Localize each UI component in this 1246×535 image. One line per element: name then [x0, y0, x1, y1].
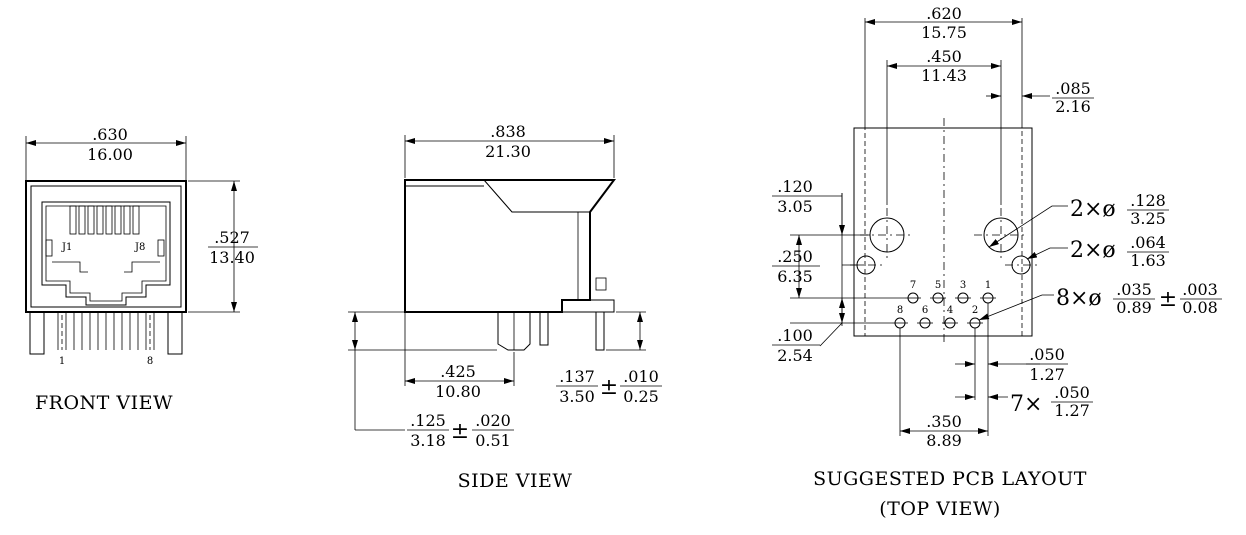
pcb-pin-hole-mm: 0.89 — [1116, 298, 1152, 317]
pcb-width-mm: 15.75 — [921, 23, 967, 42]
front-width-mm: 16.00 — [87, 145, 133, 164]
pcb-pitch-in: .050 — [1029, 345, 1065, 364]
pcb-caption-sub: (TOP VIEW) — [879, 498, 1001, 520]
side-view: .838 21.30 .425 10.80 .137 3.50 ± .010 0… — [348, 122, 662, 492]
pcb-pin-1: 1 — [985, 280, 991, 291]
pcb-pin-hole-pm: ± — [1159, 287, 1177, 312]
pcb-pin-5: 5 — [935, 280, 941, 291]
front-legs — [29, 311, 183, 355]
label-j1: J1 — [61, 242, 72, 253]
front-view-caption: FRONT VIEW — [35, 392, 173, 414]
pcb-small-hole-in: .064 — [1130, 233, 1166, 252]
side-length-in: .838 — [490, 122, 526, 141]
pcb-pitch-qty: 7× — [1010, 392, 1042, 417]
side-stand-pm: ± — [451, 419, 469, 444]
side-stand-mm: 3.18 — [410, 431, 446, 450]
side-stand-tol-in: .020 — [475, 411, 511, 430]
pcb-caption: SUGGESTED PCB LAYOUT — [813, 468, 1087, 490]
side-tail-pm: ± — [600, 375, 618, 400]
side-view-caption: SIDE VIEW — [458, 470, 573, 492]
pcb-width-in: .620 — [926, 4, 962, 23]
side-length-mm: 21.30 — [485, 142, 531, 161]
pcb-pin-hole-tol-in: .003 — [1182, 280, 1218, 299]
label-j8: J8 — [134, 242, 145, 253]
side-tail-tol-mm: 0.25 — [623, 387, 659, 406]
side-stand-in: .125 — [410, 411, 446, 430]
pcb-hole-span-mm: 11.43 — [921, 66, 967, 85]
pcb-row-in: .100 — [777, 326, 813, 345]
pcb-small-hole-mm: 1.63 — [1130, 251, 1166, 270]
pcb-pin-3: 3 — [960, 280, 966, 291]
pcb-y2-mm: 6.35 — [777, 267, 813, 286]
pcb-pin-hole-tol-mm: 0.08 — [1182, 298, 1218, 317]
front-pin-1: 1 — [59, 356, 65, 367]
pcb-pin-8: 8 — [897, 305, 903, 316]
side-offset-in: .425 — [440, 362, 476, 381]
pcb-pin-4: 4 — [947, 305, 953, 316]
pcb-big-hole-qty: 2×ø — [1070, 197, 1116, 222]
side-stand-tol-mm: 0.51 — [475, 431, 511, 450]
pcb-pitch-total-mm: 1.27 — [1054, 401, 1090, 420]
pcb-pin-7: 7 — [910, 280, 916, 291]
pcb-layout-view: .620 15.75 .450 11.43 .085 2.16 — [772, 4, 1222, 520]
pcb-pin-hole-qty: 8×ø — [1056, 286, 1102, 311]
pcb-pin-hole-in: .035 — [1116, 280, 1152, 299]
pcb-span-mm: 8.89 — [926, 431, 962, 450]
front-height-mm: 13.40 — [209, 248, 255, 267]
pcb-big-hole-in: .128 — [1130, 191, 1166, 210]
pcb-edge-in: .085 — [1055, 79, 1091, 98]
pcb-row-mm: 2.54 — [777, 346, 813, 365]
side-tail-mm: 3.50 — [559, 387, 595, 406]
pcb-pitch-total-in: .050 — [1054, 383, 1090, 402]
pcb-pitch-mm: 1.27 — [1029, 365, 1065, 384]
pcb-y2-in: .250 — [777, 247, 813, 266]
pcb-pin-6: 6 — [922, 305, 928, 316]
pcb-small-hole-qty: 2×ø — [1070, 238, 1116, 263]
pcb-span-in: .350 — [926, 412, 962, 431]
pcb-hole-span-in: .450 — [926, 47, 962, 66]
pcb-y1-in: .120 — [777, 177, 813, 196]
front-width-in: .630 — [92, 125, 128, 144]
pcb-pin-2: 2 — [972, 305, 978, 316]
front-height-in: .527 — [214, 228, 250, 247]
side-offset-mm: 10.80 — [435, 382, 481, 401]
pcb-y1-mm: 3.05 — [777, 197, 813, 216]
pcb-edge-mm: 2.16 — [1055, 97, 1091, 116]
front-contacts — [69, 205, 140, 235]
side-tail-tol-in: .010 — [623, 367, 659, 386]
front-view: .630 16.00 J1 J8 — [25, 125, 258, 414]
pcb-big-hole-mm: 3.25 — [1130, 209, 1166, 228]
front-pin-8: 8 — [147, 356, 153, 367]
side-tail-in: .137 — [559, 367, 595, 386]
